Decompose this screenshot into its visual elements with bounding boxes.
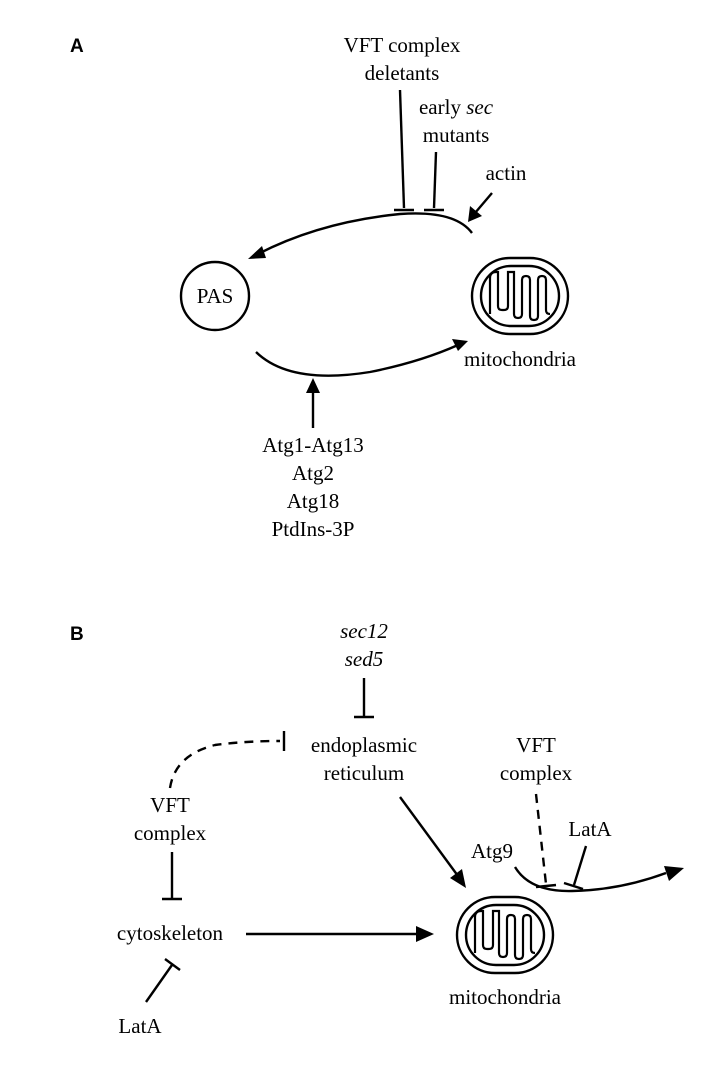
factor-atg1-atg13: Atg1-Atg13: [262, 433, 364, 457]
sec12-label: sec12: [340, 619, 388, 643]
vft-right-label-line2: complex: [500, 761, 573, 785]
sec12-sed5-inhibition: [354, 678, 374, 719]
mitochondrion-a: [470, 256, 570, 336]
atg9-exit-arrow: [513, 866, 684, 893]
atg9-label: Atg9: [471, 839, 513, 863]
vft-deletants-label-line2: deletants: [365, 61, 440, 85]
early-sec-inhibition: [424, 151, 444, 212]
early-sec-italic: sec: [466, 95, 493, 119]
lata-right-label: LatA: [568, 817, 612, 841]
vft-to-er-dashed-inhibition: [168, 731, 286, 789]
vft-deletants-label-line1: VFT complex: [344, 33, 461, 57]
vft-left-label-line2: complex: [134, 821, 207, 845]
lata-to-cytoskeleton-inhibition: [145, 958, 181, 1003]
factors-arrow: [306, 378, 320, 428]
panel-a-letter: A: [70, 36, 84, 57]
pas-to-mito-arrow: [255, 339, 468, 377]
factor-atg18: Atg18: [287, 489, 340, 513]
er-to-mito-arrow: [399, 796, 466, 888]
lata-right-inhibition: [563, 845, 588, 891]
early-sec-label-line2: mutants: [423, 123, 490, 147]
factor-atg2: Atg2: [292, 461, 334, 485]
actin-label: actin: [486, 161, 527, 185]
pas-circle: [179, 260, 251, 332]
vft-deletants-inhibition: [394, 89, 414, 212]
early-sec-label-line1: early sec: [419, 95, 494, 119]
pas-label: PAS: [197, 284, 234, 308]
vft-right-label-line1: VFT: [516, 733, 556, 757]
early-sec-prefix: early: [419, 95, 466, 119]
er-label-line2: reticulum: [324, 761, 404, 785]
er-label-line1: endoplasmic: [311, 733, 417, 757]
vft-right-dashed-inhibition: [534, 793, 557, 889]
vft-to-cytoskeleton-inhibition: [162, 852, 182, 901]
mitochondrion-b: [455, 895, 555, 975]
cytoskeleton-label: cytoskeleton: [117, 921, 224, 945]
sed5-label: sed5: [345, 647, 384, 671]
panel-b-letter: B: [70, 624, 84, 645]
mitochondria-b-label: mitochondria: [449, 985, 562, 1009]
factor-ptdins-3p: PtdIns-3P: [272, 517, 355, 541]
mitochondria-a-label: mitochondria: [464, 347, 577, 371]
mito-to-pas-arrow: [248, 212, 473, 259]
actin-arrow: [468, 192, 493, 222]
cytoskeleton-to-mito-arrow: [246, 926, 434, 942]
lata-left-label: LatA: [118, 1014, 162, 1038]
vft-left-label-line1: VFT: [150, 793, 190, 817]
